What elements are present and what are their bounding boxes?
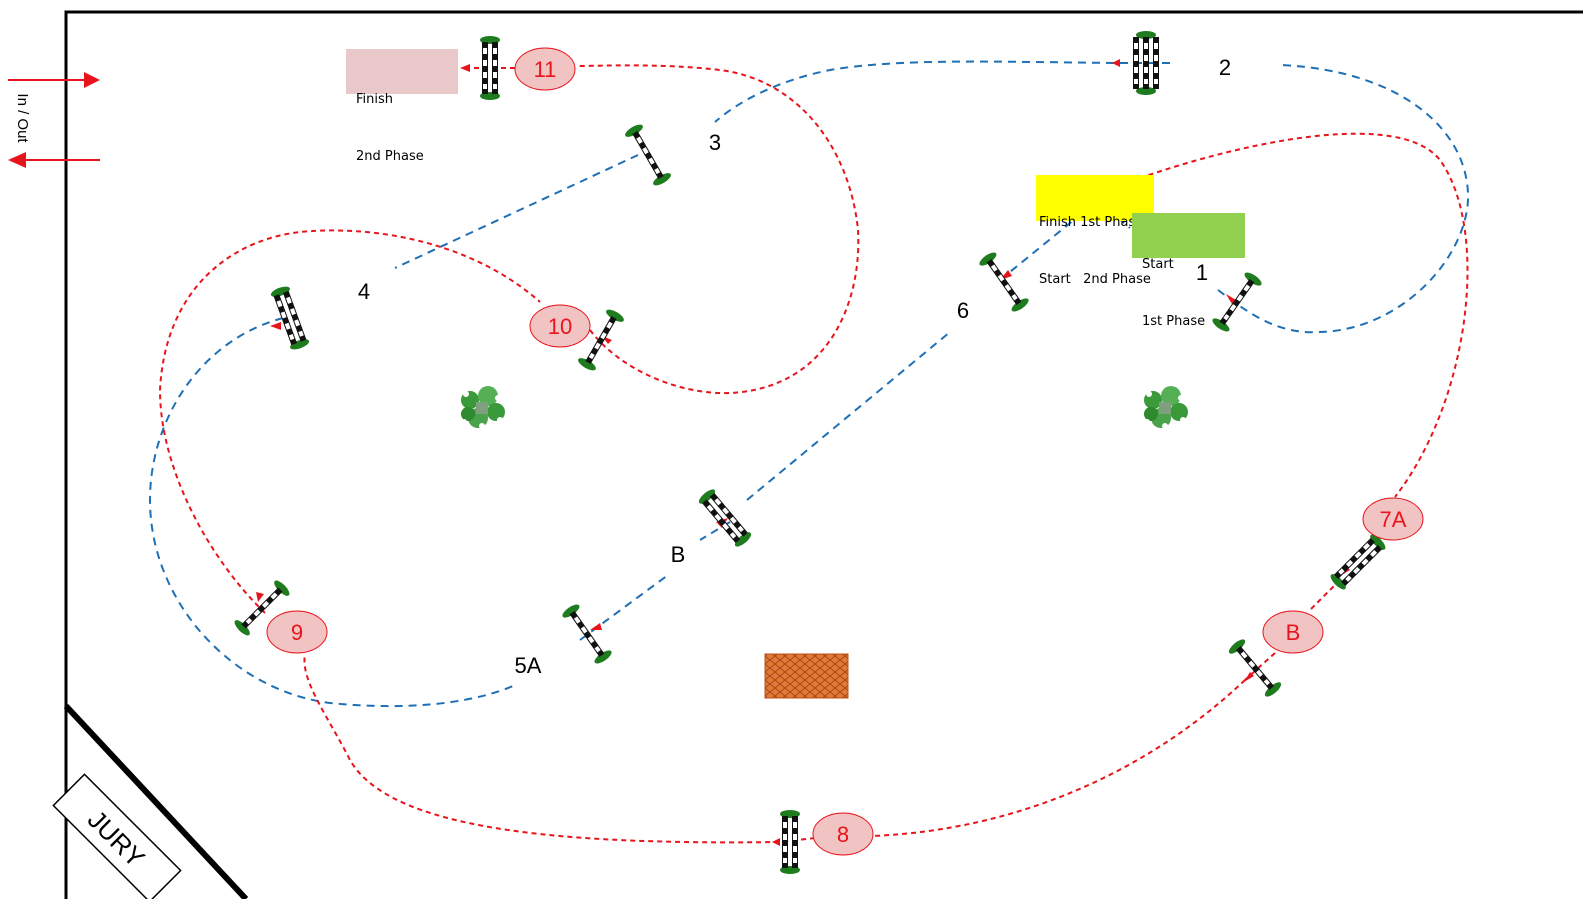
phase2-badges: 7A B 8 9 10 11 [266,47,1424,856]
entrance-label: In / Out [14,93,31,143]
phase2-route [158,64,1469,844]
fence-label-b: B [671,542,686,567]
badge-11: 11 [514,47,576,91]
fence-label-6: 6 [957,298,969,323]
fence-5a [560,602,614,666]
arrow-in-icon [84,72,100,88]
arrow-out-icon [8,152,26,168]
fence-2 [1133,31,1159,95]
entrance-gate: In / Out [8,72,100,168]
jury-box: JURY [52,773,182,899]
svg-text:10: 10 [548,314,572,339]
badge-10: 10 [529,304,591,348]
badge-8: 8 [812,812,874,856]
arena-fence [64,10,1583,899]
svg-text:8: 8 [837,822,849,847]
svg-text:9: 9 [291,620,303,645]
fence-3 [623,122,673,188]
water-tray [764,653,849,699]
svg-text:7A: 7A [1380,507,1407,532]
finish-second-line2: 2nd Phase [356,149,424,164]
badge-9: 9 [266,610,328,654]
start-first-line1: Start [1142,257,1174,272]
finish-first-line2: Start 2nd Phase [1039,272,1151,287]
phase1-labels: 1 2 3 4 5A B 6 [358,55,1231,678]
tree-icon [461,386,505,429]
svg-text:B: B [1286,620,1301,645]
svg-text:11: 11 [534,57,557,82]
phase1-route [148,60,1470,708]
fence-label-2: 2 [1219,55,1231,80]
badge-b: B [1262,610,1324,654]
jury-corner-wall [63,703,249,899]
fence-4 [269,284,311,352]
fence-6 [977,250,1031,314]
fence-b-phase1 [696,487,754,549]
start-first-line2: 1st Phase [1142,314,1206,329]
start-first-phase-box: Start 1st Phase [1132,213,1245,329]
badge-7a: 7A [1362,497,1424,541]
tree-icon [1144,386,1188,429]
finish-second-phase-box: Finish 2nd Phase [346,49,458,164]
fence-label-4: 4 [358,279,370,304]
finish-second-line1: Finish [356,92,394,107]
fence-8 [780,810,800,874]
fence-label-5a: 5A [515,653,542,678]
fence-label-3: 3 [709,130,721,155]
fence-label-1: 1 [1196,260,1208,285]
fence-11 [480,36,500,100]
fence-7a [1328,532,1388,592]
finish-first-phase-box: Finish 1st Phase Start 2nd Phase [1036,175,1154,287]
